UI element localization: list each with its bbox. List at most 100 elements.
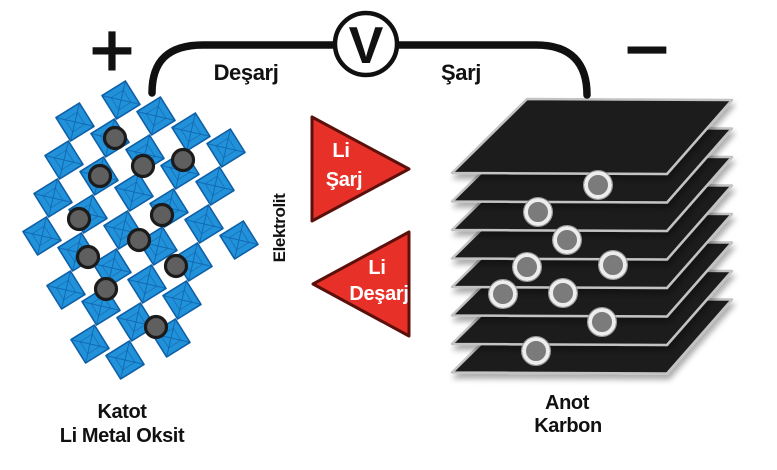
lithium-ion-outline [552, 225, 582, 255]
lithium-ion-outline [587, 307, 617, 337]
crystal-inner-edges [136, 96, 176, 136]
crystal-inner-edges [184, 204, 224, 244]
crystal-inner-edges [70, 324, 110, 364]
crystal-inner-edges [171, 112, 211, 152]
crystal-octahedron [114, 172, 154, 212]
electrolyte-label: Elektrolit [270, 193, 289, 262]
lithium-ion [524, 198, 552, 226]
crystal-inner-edges [114, 172, 154, 212]
discharge-wire-label: Deşarj [214, 60, 279, 85]
crystal-octahedron [127, 264, 167, 304]
lithium-ion-outline [598, 250, 628, 280]
crystal-inner-edges [55, 102, 95, 142]
crystal-back-edges [228, 229, 250, 251]
crystal-back-edges [147, 235, 169, 257]
crystal-octahedron [219, 220, 259, 260]
lithium-ion-outline [512, 252, 542, 282]
charge-wire-label: Şarj [441, 60, 481, 85]
lithium-ion [549, 279, 577, 307]
lithium-ion [102, 125, 128, 151]
crystal-octahedron [44, 140, 84, 180]
crystal-back-edges [136, 273, 158, 295]
crystal-inner-edges [105, 340, 145, 380]
crystal-back-edges [145, 105, 167, 127]
wire-left [148, 41, 339, 97]
anode-material-label: Karbon [534, 415, 602, 437]
crystal-back-edges [171, 289, 193, 311]
crystal-back-edges [123, 181, 145, 203]
plus-terminal-icon: + [86, 13, 138, 86]
lithium-ion [588, 308, 616, 336]
crystal-octahedron [162, 280, 202, 320]
crystal-back-edges [64, 111, 86, 133]
crystal-back-edges [90, 295, 112, 317]
lithium-ion [66, 206, 92, 232]
lithium-ion [170, 147, 196, 173]
charge-arrow-icon [310, 115, 411, 223]
crystal-inner-edges [44, 140, 84, 180]
crystal-back-edges [31, 225, 53, 247]
crystal-inner-edges [101, 80, 141, 120]
lithium-ion [143, 314, 169, 340]
lithium-ion [513, 253, 541, 281]
lithium-ion [553, 226, 581, 254]
crystal-back-edges [79, 333, 101, 355]
wire-right [393, 41, 591, 99]
cathode-crystal-lattice [22, 80, 259, 380]
graphite-sheet [450, 97, 734, 176]
minus-terminal-icon: − [621, 12, 673, 85]
crystal-octahedron [136, 96, 176, 136]
crystal-inner-edges [46, 270, 86, 310]
cathode-material-label: Li Metal Oksit [60, 425, 185, 447]
lithium-ion [599, 251, 627, 279]
crystal-octahedron [70, 324, 110, 364]
voltmeter-label: V [349, 17, 384, 75]
crystal-octahedron [33, 178, 73, 218]
lithium-ion-outline [523, 197, 553, 227]
charge-arrow-line2: Şarj [326, 169, 363, 191]
crystal-octahedron [105, 340, 145, 380]
crystal-octahedron [184, 204, 224, 244]
discharge-arrow-icon [311, 230, 411, 338]
crystal-inner-edges [22, 216, 62, 256]
crystal-octahedron [46, 270, 86, 310]
lithium-ion-outline [521, 336, 551, 366]
crystal-octahedron [171, 112, 211, 152]
crystal-back-edges [125, 311, 147, 333]
lithium-ion [126, 227, 152, 253]
charge-arrow-line1: Li [332, 140, 349, 162]
crystal-back-edges [204, 175, 226, 197]
crystal-inner-edges [162, 280, 202, 320]
crystal-inner-edges [33, 178, 73, 218]
voltmeter-icon [332, 10, 400, 78]
crystal-back-edges [53, 149, 75, 171]
discharge-arrow-line1: Li [368, 257, 385, 279]
lithium-ion [75, 244, 101, 270]
crystal-back-edges [193, 213, 215, 235]
cathode-name-label: Katot [97, 401, 147, 423]
crystal-octahedron [22, 216, 62, 256]
crystal-back-edges [112, 219, 134, 241]
lithium-ion [489, 280, 517, 308]
crystal-back-edges [215, 137, 237, 159]
crystal-octahedron [101, 80, 141, 120]
lithium-ion [130, 153, 156, 179]
discharge-arrow-line2: Deşarj [349, 283, 408, 305]
crystal-back-edges [182, 251, 204, 273]
crystal-back-edges [55, 279, 77, 301]
lithium-ion [87, 163, 113, 189]
crystal-octahedron [55, 102, 95, 142]
lithium-ion [93, 276, 119, 302]
anode-graphite-stack [450, 97, 734, 375]
lithium-ion-outline [488, 279, 518, 309]
crystal-inner-edges [195, 166, 235, 206]
lithium-ion-outline [548, 278, 578, 308]
crystal-inner-edges [127, 264, 167, 304]
crystal-inner-edges [219, 220, 259, 260]
crystal-back-edges [180, 121, 202, 143]
crystal-back-edges [114, 349, 136, 371]
lithium-ion [149, 202, 175, 228]
lithium-ion [163, 253, 189, 279]
crystal-octahedron [195, 166, 235, 206]
